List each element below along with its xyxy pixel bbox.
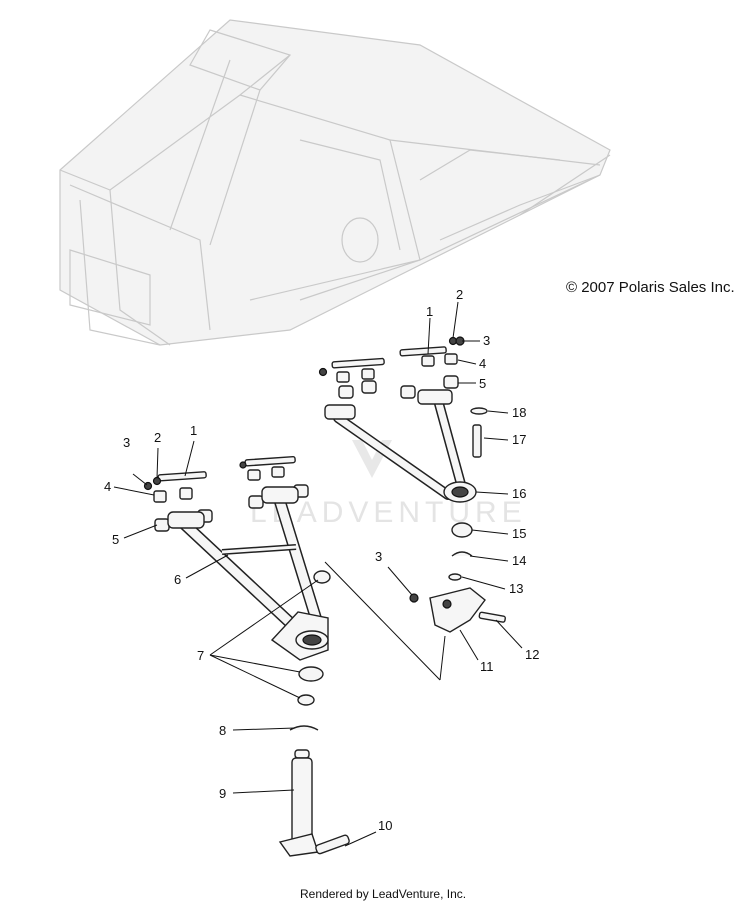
callout-4-lower: 4 [104,479,111,494]
callout-4-upper: 4 [479,356,486,371]
callout-1-lower: 1 [190,423,197,438]
callout-11: 11 [480,659,494,674]
callout-12: 12 [525,647,539,662]
upper-bushings [336,353,459,399]
callout-2-upper: 2 [456,287,463,302]
callout-3-knuckle: 3 [375,549,382,564]
callout-2-lower: 2 [154,430,161,445]
lower-pivot-bolts [143,455,296,491]
footer-credit: Rendered by LeadVenture, Inc. [300,887,466,901]
callout-9: 9 [219,786,226,801]
callout-10: 10 [378,818,392,833]
leader-lines [113,301,523,847]
copyright-notice: © 2007 Polaris Sales Inc. [566,279,735,296]
callout-15: 15 [512,526,526,541]
callout-6: 6 [174,572,181,587]
callout-18: 18 [512,405,526,420]
callout-16: 16 [512,486,526,501]
callout-17: 17 [512,432,526,447]
chassis-frame [59,19,611,346]
spindle-bushings [297,570,331,706]
lower-bushings [153,466,309,532]
steering-knuckle [409,587,506,633]
callout-7: 7 [197,648,204,663]
callout-8: 8 [219,723,226,738]
callout-14: 14 [512,553,526,568]
lower-a-arm [167,486,329,661]
upper-pivot-bolts [318,336,465,377]
spindle [278,725,350,857]
ball-joint-parts [448,407,488,581]
callout-5-lower: 5 [112,532,119,547]
upper-a-arm [324,389,477,503]
callout-5-upper: 5 [479,376,486,391]
callout-3-lower: 3 [123,435,130,450]
callout-1-upper: 1 [426,304,433,319]
callout-labels: 1 2 3 4 5 18 17 16 15 14 13 3 12 11 3 2 … [104,287,539,833]
callout-3-upper: 3 [483,333,490,348]
callout-13: 13 [509,581,523,596]
